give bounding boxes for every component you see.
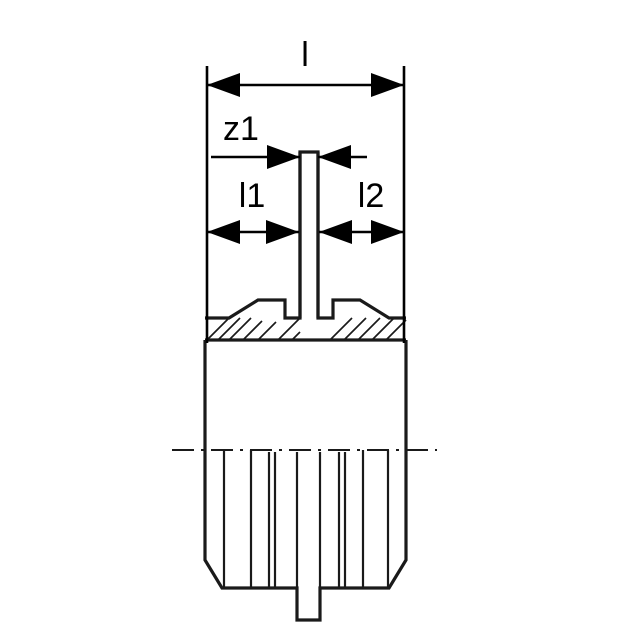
dimension-z1-label: z1 xyxy=(223,110,259,148)
dimension-z1-arrow-left xyxy=(267,145,300,169)
dimension-l1-arrow-left xyxy=(207,220,240,244)
dimension-l: l xyxy=(207,36,404,97)
hatch-pattern-left xyxy=(206,317,277,341)
central-slot-walls xyxy=(298,152,320,318)
dimension-l-arrow-left xyxy=(207,73,240,97)
dimension-l1: l1 xyxy=(207,177,299,244)
dimension-z1: z1 xyxy=(211,110,367,169)
hatch-pattern-mid-right xyxy=(329,317,367,341)
dimension-l2: l2 xyxy=(319,177,404,244)
fitting-body-outline xyxy=(203,340,408,622)
dimension-l-label: l xyxy=(301,36,309,74)
section-fill xyxy=(205,152,406,340)
hatch-pattern-right xyxy=(357,317,407,341)
dimension-l2-label: l2 xyxy=(358,177,384,215)
dimension-l2-arrow-right xyxy=(371,220,404,244)
dimension-l-arrow-right xyxy=(371,73,404,97)
internal-rib-lines xyxy=(222,450,390,588)
section-top-profile xyxy=(205,150,406,320)
dimension-l2-arrow-left xyxy=(319,220,352,244)
sectioned-band xyxy=(205,150,407,342)
dimension-l1-label: l1 xyxy=(239,177,265,215)
dimension-l1-arrow-right xyxy=(266,220,299,244)
dimension-z1-arrow-right xyxy=(318,145,351,169)
extension-lines xyxy=(205,66,406,343)
body-outer-silhouette xyxy=(203,340,408,622)
